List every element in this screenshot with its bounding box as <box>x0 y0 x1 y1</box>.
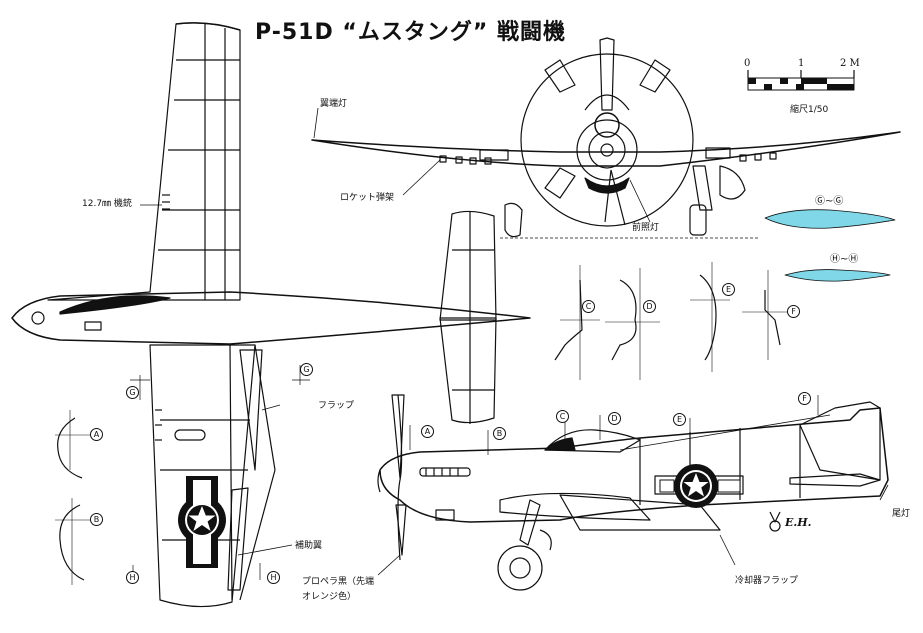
station-b-wing: B <box>90 513 103 526</box>
callout-rocket-rack: ロケット弾架 <box>340 193 395 203</box>
scale-tick-0: 0 <box>744 58 751 69</box>
scale-tick-2: 2 M <box>840 58 860 69</box>
station-g-wing: G <box>126 386 139 399</box>
section-label-hh: Ⓗ~Ⓗ <box>830 254 859 265</box>
station-c-side: C <box>556 410 569 423</box>
station-b-side: B <box>493 427 506 440</box>
station-h-wing: H <box>126 571 139 584</box>
scale-caption: 縮尺1/50 <box>790 105 829 115</box>
callout-flap: フラップ <box>318 401 355 411</box>
fuselage-code: E.H. <box>785 516 812 529</box>
station-g-wing-2: G <box>300 363 313 376</box>
scale-tick-1: 1 <box>798 58 805 69</box>
station-d-profile: D <box>643 300 656 313</box>
station-e-side: E <box>673 413 686 426</box>
drawing-title: P-51D “ムスタング” 戦闘機 <box>255 20 566 45</box>
side-view <box>377 394 889 591</box>
callout-propeller: プロペラ黒（先端 <box>302 577 375 587</box>
callout-aileron: 補助翼 <box>295 541 323 551</box>
callout-tail-light: 尾灯 <box>892 509 911 519</box>
top-view <box>11 22 531 608</box>
section-profiles <box>554 262 790 380</box>
callout-landing-light: 前照灯 <box>632 223 660 233</box>
station-f-side: F <box>798 392 811 405</box>
station-a-side: A <box>421 425 434 438</box>
station-e-profile: E <box>722 283 735 296</box>
station-markers <box>130 365 819 580</box>
callout-cooler-flap: 冷却器フラップ <box>735 576 799 586</box>
section-label-gg: Ⓖ~Ⓖ <box>815 196 844 207</box>
scale-bar <box>747 70 855 91</box>
callout-machine-gun: 12.7㎜ 機銃 <box>82 199 132 209</box>
front-view-cockpit <box>594 112 620 138</box>
callout-propeller-2: オレンジ色） <box>302 592 357 602</box>
front-view <box>311 37 901 239</box>
station-d-side: D <box>608 412 621 425</box>
station-c-profile: C <box>582 300 595 313</box>
station-a-wing: A <box>90 428 103 441</box>
callout-wingtip-light: 翼端灯 <box>320 99 348 109</box>
star-insignia-wing <box>178 476 226 568</box>
station-f-profile: F <box>787 305 800 318</box>
star-insignia-fuselage <box>659 464 741 508</box>
station-h-wing-2: H <box>267 571 280 584</box>
airfoil-sections <box>764 209 896 282</box>
leader-lines <box>140 107 889 576</box>
